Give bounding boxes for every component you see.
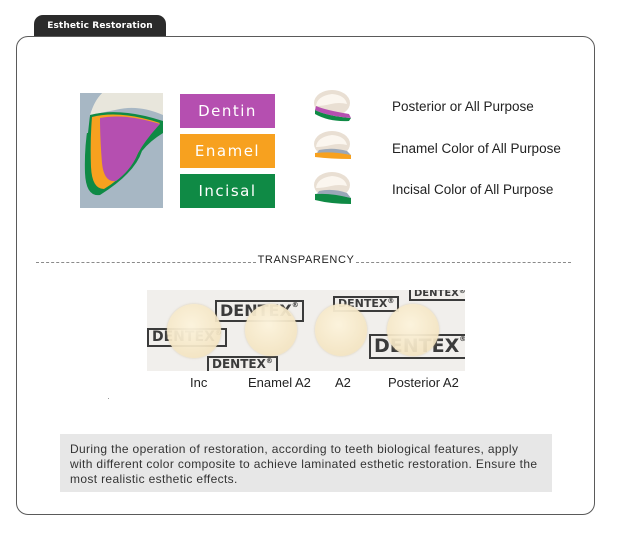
sample-disc-posterior-a2 — [387, 304, 439, 356]
divider-left — [36, 262, 256, 263]
brand-logo: DENTEX® — [409, 290, 465, 301]
tooth-enamel-icon — [311, 129, 353, 167]
swatch-enamel: Enamel — [180, 134, 275, 168]
transparency-sample-panel: DENTEX® DENTEX® DENTEX® DENTEX® DENTEX® … — [147, 290, 465, 371]
desc-dentin: Posterior or All Purpose — [392, 99, 534, 114]
divider-right — [356, 262, 571, 263]
tooth-layer-diagram — [80, 93, 163, 208]
sample-disc-enamel-a2 — [245, 304, 297, 356]
sample-disc-inc — [167, 304, 221, 358]
decorative-dot — [108, 398, 109, 399]
registered-mark-icon: ® — [265, 357, 273, 365]
brand-logo: DENTEX® — [207, 356, 278, 371]
desc-incisal: Incisal Color of All Purpose — [392, 182, 554, 197]
sample-label: Inc — [190, 375, 208, 390]
description-note: During the operation of restoration, acc… — [60, 434, 552, 492]
registered-mark-icon: ® — [458, 290, 465, 295]
sample-disc-a2 — [315, 304, 367, 356]
sample-label: A2 — [335, 375, 351, 390]
registered-mark-icon: ® — [387, 297, 395, 305]
section-tab: Esthetic Restoration — [34, 15, 166, 37]
registered-mark-icon: ® — [291, 301, 299, 309]
tooth-incisal-icon — [311, 170, 353, 208]
content-frame — [16, 36, 595, 515]
sample-label: Posterior A2 — [388, 375, 459, 390]
tooth-dentin-icon — [311, 88, 353, 126]
swatch-dentin: Dentin — [180, 94, 275, 128]
divider-label: TRANSPARENCY — [256, 254, 356, 266]
desc-enamel: Enamel Color of All Purpose — [392, 141, 561, 156]
registered-mark-icon: ® — [459, 335, 465, 343]
swatch-incisal: Incisal — [180, 174, 275, 208]
sample-label: Enamel A2 — [248, 375, 311, 390]
